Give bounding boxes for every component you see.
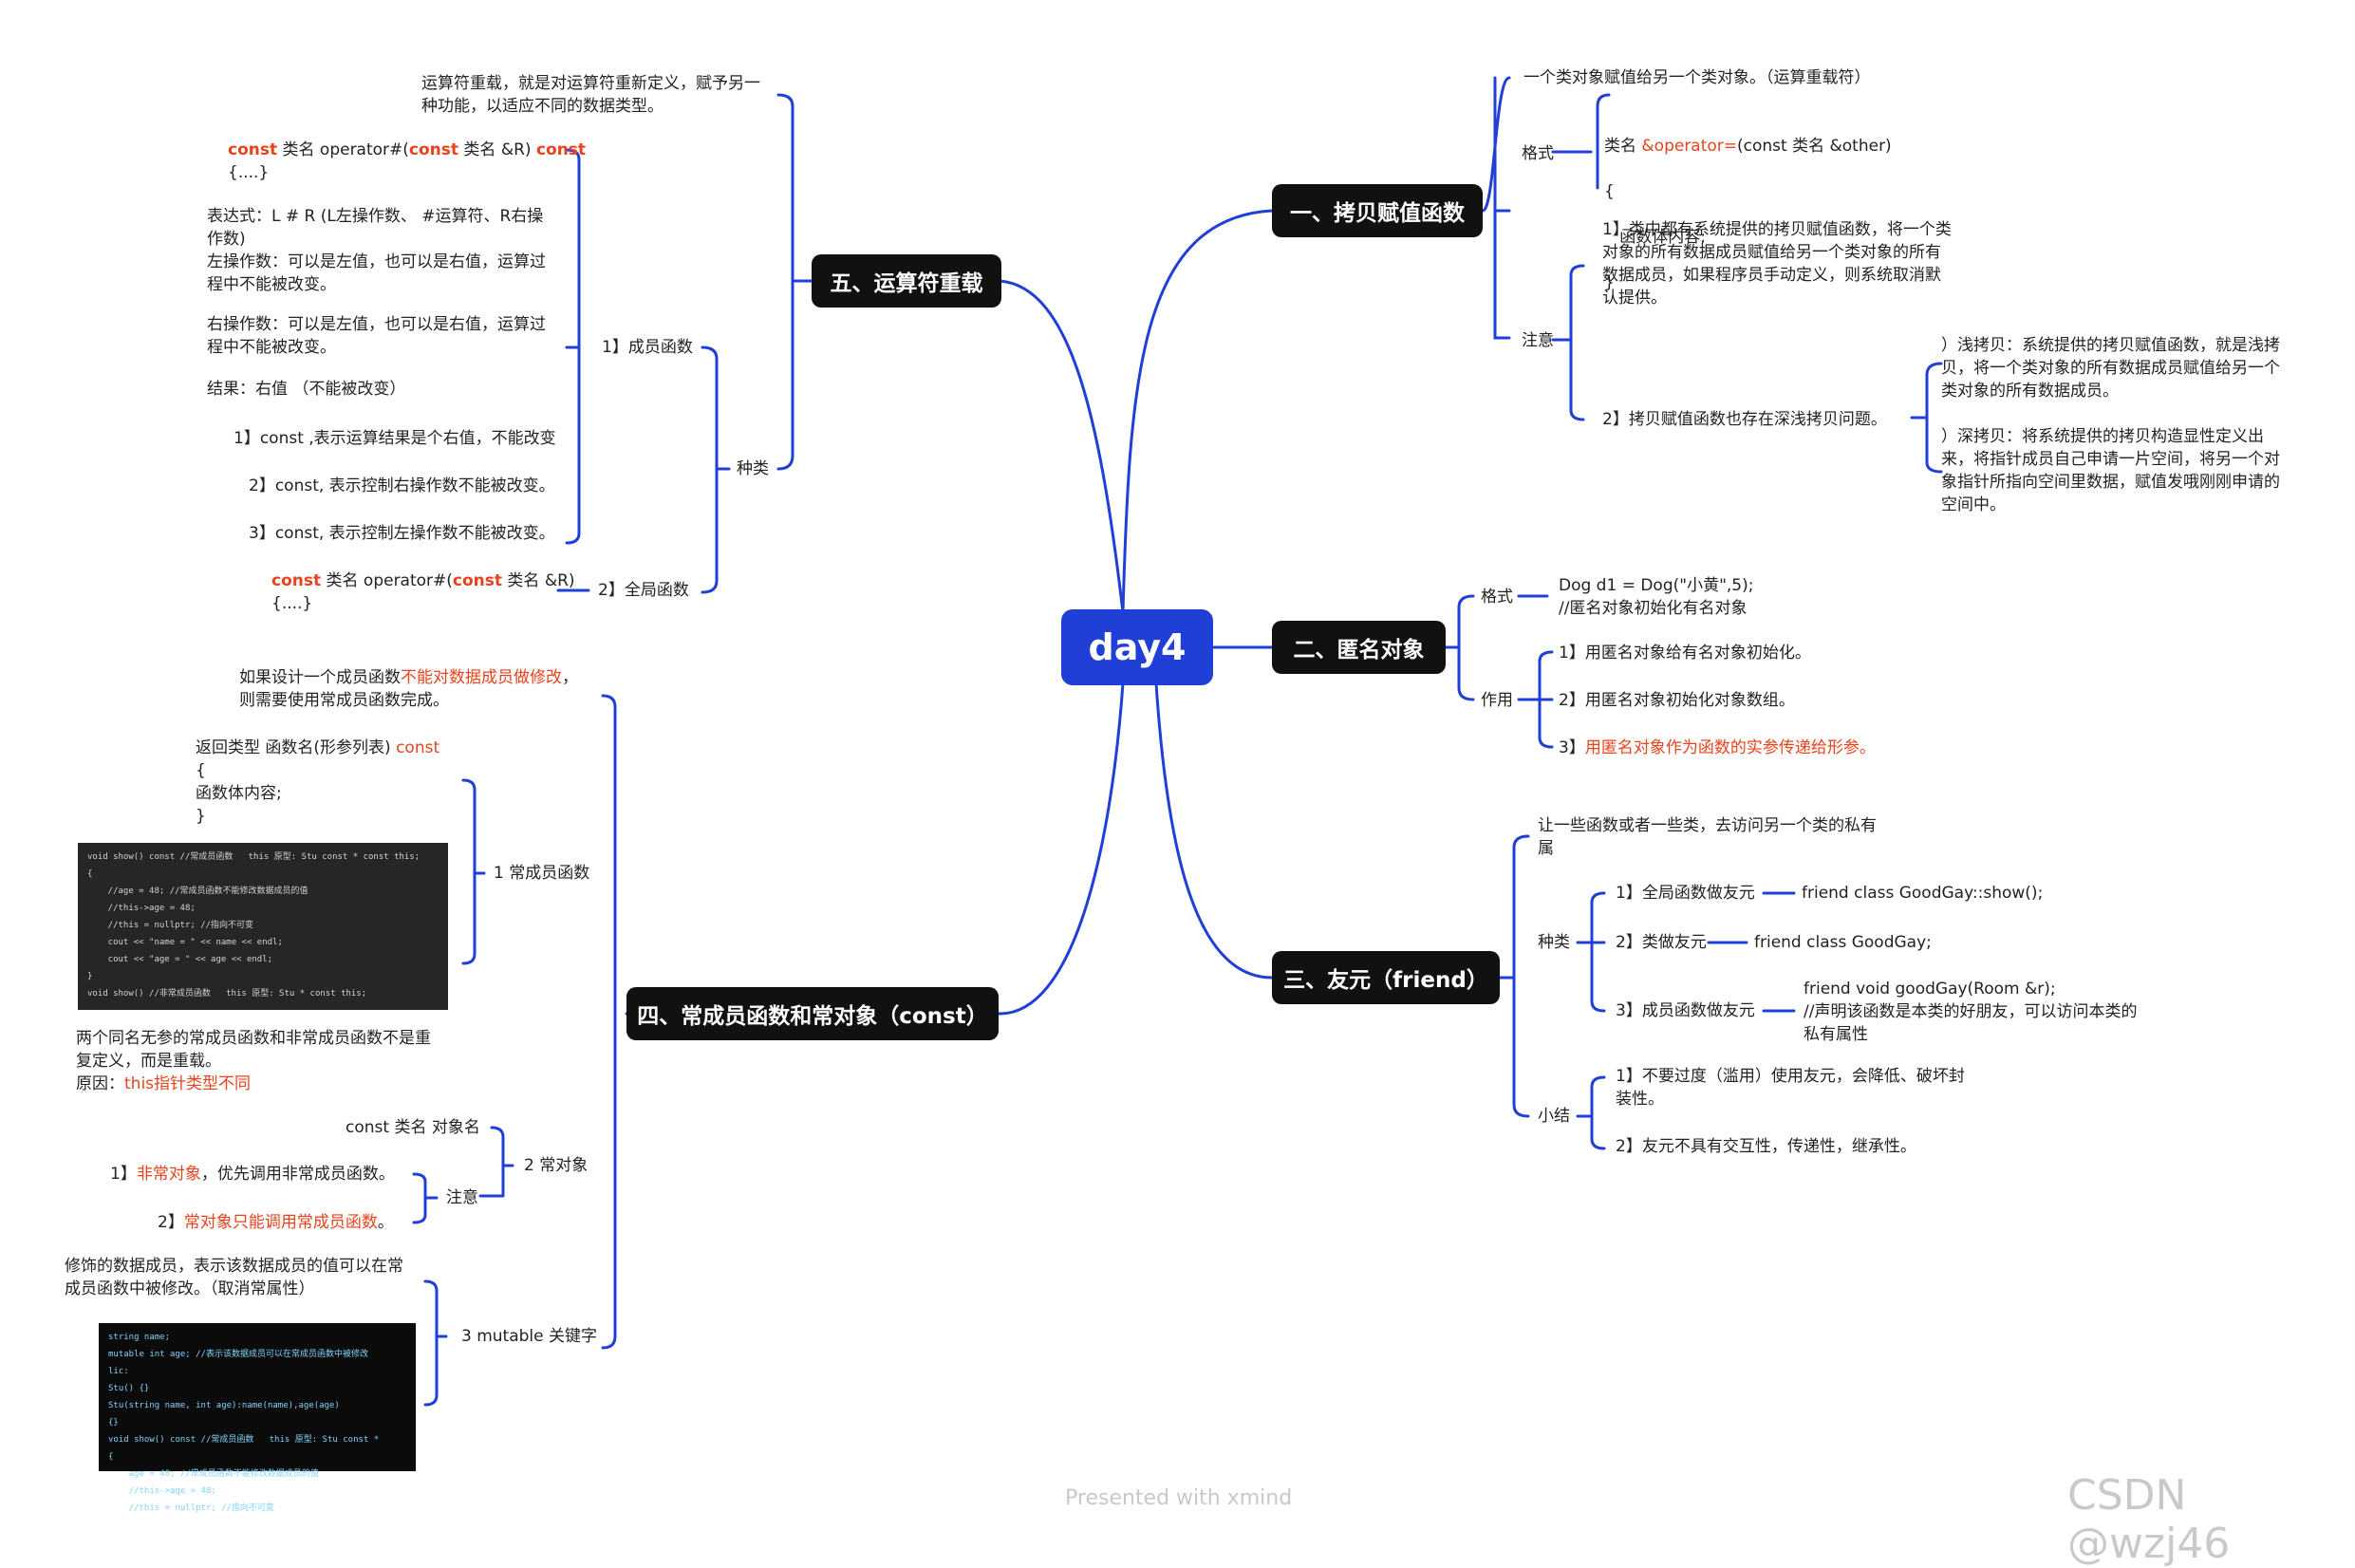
s5-member-format: const 类名 operator#(const 类名 &R) const {.… (228, 140, 587, 182)
s2-format-label: 格式 (1481, 588, 1513, 607)
s3-kind-3-code: friend void goodGay(Room &r); //声明该函数是本类… (1804, 980, 2138, 1044)
s3-kind-label: 种类 (1538, 933, 1570, 952)
s4-const-object-note-label: 注意 (446, 1188, 478, 1207)
s3-summary-label: 小结 (1538, 1107, 1570, 1126)
s4-overload-note: 两个同名无参的常成员函数和非常成员函数不是重 复定义，而是重载。 原因：this… (76, 1029, 431, 1093)
s1-note-2: 2】拷贝赋值函数也存在深浅拷贝问题。 (1602, 410, 1887, 429)
branch-friend[interactable]: 三、友元（friend） (1272, 951, 1500, 1004)
branch-operator-overload[interactable]: 五、运算符重载 (812, 254, 1001, 308)
s1-deep-copy: ）深拷贝：将系统提供的拷贝构造显性定义出 来，将指针成员自己申请一片空间，将另一… (1941, 427, 2280, 514)
s4-member-format: 返回类型 函数名(形参列表) const { 函数体内容; } (196, 738, 440, 826)
s4-const-object-format: const 类名 对象名 (346, 1118, 480, 1137)
s3-kind-1: 1】全局函数做友元 (1616, 884, 1755, 903)
s2-use-2: 2】用匿名对象初始化对象数组。 (1559, 691, 1795, 710)
watermark: CSDN @wzj46 (2067, 1471, 2231, 1568)
s5-right-operand: 右操作数：可以是左值，也可以是右值，运算过 程中不能被改变。 (207, 315, 546, 357)
s3-kind-2-code: friend class GoodGay; (1754, 933, 1932, 952)
s2-format-code: Dog d1 = Dog("小黄",5); //匿名对象初始化有名对象 (1559, 576, 1754, 618)
s5-const-3: 3】const, 表示控制左操作数不能被改变。 (249, 524, 555, 543)
s2-use-1: 1】用匿名对象给有名对象初始化。 (1559, 644, 1811, 663)
s5-result: 结果：右值 （不能被改变） (207, 380, 406, 399)
root-node[interactable]: day4 (1061, 609, 1213, 685)
s5-global-label: 2】全局函数 (598, 581, 689, 600)
s1-note-label: 注意 (1522, 331, 1554, 350)
s2-use-label: 作用 (1481, 691, 1513, 710)
s4-member-label: 1 常成员函数 (494, 864, 590, 883)
s1-format-code: 类名 &operator=(const 类名 &other) { 函数体内容; … (1604, 137, 1892, 292)
footer-credit: Presented with xmind (1065, 1486, 1293, 1510)
s5-intro: 运算符重载，就是对运算符重新定义，赋予另一 种功能，以适应不同的数据类型。 (421, 74, 760, 116)
branch-anonymous-object[interactable]: 二、匿名对象 (1272, 621, 1446, 674)
s5-global-format: const 类名 operator#(const 类名 &R) {....} (271, 571, 575, 613)
s5-const-2: 2】const, 表示控制右操作数不能被改变。 (249, 476, 555, 495)
s3-kind-3: 3】成员函数做友元 (1616, 1001, 1755, 1020)
branch-const-members[interactable]: 四、常成员函数和常对象（const） (626, 987, 999, 1040)
s4-const-object-label: 2 常对象 (524, 1156, 589, 1175)
s4-intro: 如果设计一个成员函数不能对数据成员做修改， 则需要使用常成员函数完成。 (239, 668, 578, 710)
s3-summary-2: 2】友元不具有交互性，传递性，继承性。 (1616, 1137, 1916, 1156)
branch-copy-assign[interactable]: 一、拷贝赋值函数 (1272, 184, 1483, 237)
s3-summary-1: 1】不要过度（滥用）使用友元，会降低、破坏封 装性。 (1616, 1067, 1965, 1109)
s4-mutable-desc: 修饰的数据成员，表示该数据成员的值可以在常 成员函数中被修改。（取消常属性） (65, 1257, 403, 1298)
s4-mutable-label: 3 mutable 关键字 (461, 1327, 598, 1346)
s1-intro: 一个类对象赋值给另一个类对象。（运算重载符） (1523, 68, 1871, 87)
s5-kind-label: 种类 (737, 459, 769, 478)
s4-code-screenshot-1: void show() const //常成员函数 this 原型: Stu c… (78, 843, 448, 1010)
s5-member-label: 1】成员函数 (602, 338, 693, 357)
s3-kind-2: 2】类做友元 (1616, 933, 1707, 952)
s1-note-1: 1】类中都有系统提供的拷贝赋值函数，将一个类 对象的所有数据成员赋值给另一个类对… (1602, 220, 1952, 308)
s4-const-object-note-1: 1】非常对象，优先调用非常成员函数。 (110, 1165, 395, 1184)
s4-code-screenshot-2: string name; mutable int age; //表示该数据成员可… (99, 1323, 416, 1513)
s5-expression: 表达式：L # R (L左操作数、 #运算符、R右操 作数) 左操作数：可以是左… (207, 207, 546, 294)
s2-use-3: 3】用匿名对象作为函数的实参传递给形参。 (1559, 738, 1876, 757)
s1-shallow-copy: ）浅拷贝：系统提供的拷贝赋值函数，就是浅拷 贝，将一个类对象的所有数据成员赋值给… (1941, 336, 2280, 401)
s3-intro: 让一些函数或者一些类，去访问另一个类的私有 属 (1538, 816, 1877, 858)
s4-const-object-note-2: 2】常对象只能调用常成员函数。 (158, 1213, 394, 1232)
s3-kind-1-code: friend class GoodGay::show(); (1802, 884, 2044, 903)
s5-const-1: 1】const ,表示运算结果是个右值，不能改变 (234, 429, 556, 448)
s1-format-label: 格式 (1522, 144, 1554, 163)
